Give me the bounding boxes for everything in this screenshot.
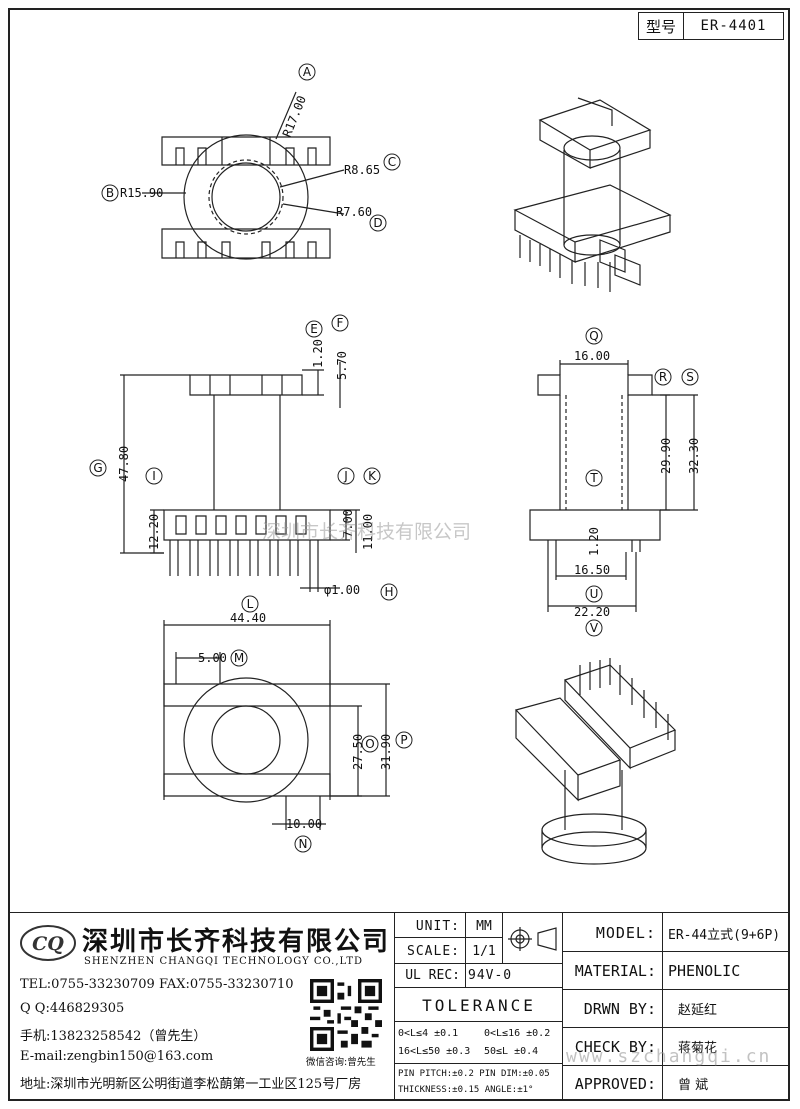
company-qq: Q Q:446829305 [20, 1001, 125, 1016]
tolerance-3: 16<L≤50 ±0.3 [398, 1045, 471, 1057]
check-value: 蒋菊花 [678, 1041, 718, 1056]
company-name-en: SHENZHEN CHANGQI TECHNOLOGY CO.,LTD [84, 956, 364, 967]
isometric-view-top [513, 97, 672, 292]
callout-r: R [659, 370, 667, 384]
callout-g: G [93, 461, 102, 475]
callout-i: I [152, 469, 156, 483]
watermark-cn: 深圳市长齐科技有限公司 [262, 521, 471, 543]
tolerance-2: 0<L≤16 ±0.2 [484, 1027, 551, 1039]
scale-value: 1/1 [472, 943, 496, 959]
callout-t: T [589, 471, 598, 485]
qr-caption: 微信咨询:曾先生 [306, 1057, 376, 1068]
dim-t: 1.20 [587, 527, 601, 556]
projection-symbol-icon [508, 927, 557, 951]
dim-r-outer: R17.00 [280, 94, 309, 139]
dim-r-flange: R15.90 [120, 186, 163, 200]
model-value: ER-44立式(9+6P) [668, 927, 781, 943]
company-name-cn: 深圳市长齐科技有限公司 [82, 927, 391, 957]
approved-label: APPROVED: [574, 1074, 656, 1093]
dim-p: 31.90 [379, 734, 393, 770]
material-label: MATERIAL: [574, 961, 656, 980]
company-tel: TEL:0755-33230709 FAX:0755-33230710 [20, 977, 294, 992]
callout-m: M [234, 651, 244, 665]
callout-s: S [686, 370, 694, 384]
wechat-qr-code [310, 979, 382, 1051]
callout-c: C [388, 155, 396, 169]
callout-a: A [303, 65, 312, 79]
callout-d: D [373, 216, 382, 230]
company-logo-icon: CQ [20, 925, 76, 961]
tolerance-1: 0<L≤4 ±0.1 [398, 1027, 459, 1039]
dim-base: 12.20 [147, 514, 161, 550]
callout-q: Q [589, 329, 598, 343]
company-address: 地址:深圳市光明新区公明街道李松蓢第一工业区125号厂房 [20, 1077, 362, 1092]
tolerance-4: 50≤L ±0.4 [484, 1045, 539, 1057]
title-block: CQ 深圳市长齐科技有限公司 SHENZHEN CHANGQI TECHNOLO… [10, 912, 790, 1101]
callout-v: V [590, 621, 599, 635]
scale-label: SCALE: [407, 943, 460, 959]
dim-pin-len: 1.20 [311, 339, 325, 368]
callout-f: F [337, 316, 344, 330]
drawing-frame [8, 8, 790, 1101]
type-label: 型号 [639, 13, 684, 39]
side-view [529, 360, 698, 612]
dim-height: 47.80 [117, 446, 131, 482]
callout-h: H [384, 585, 393, 599]
tolerance-5: PIN PITCH:±0.2 PIN DIM:±0.05 [398, 1068, 550, 1079]
dim-pin-dia: φ1.00 [324, 583, 360, 597]
ulrec-value: 94V-0 [468, 968, 513, 983]
callout-p: P [400, 733, 407, 747]
model-label: MODEL: [595, 924, 656, 942]
dim-f: 5.70 [335, 351, 349, 380]
company-email: E-mail:zengbin150@163.com [20, 1049, 214, 1064]
dim-k: 11.00 [361, 514, 375, 550]
unit-value: MM [476, 918, 492, 934]
type-value: ER-4401 [700, 18, 767, 34]
dim-u: 16.50 [574, 563, 610, 577]
callout-n: N [299, 837, 308, 851]
dim-n: 10.00 [286, 817, 322, 831]
callout-o: O [365, 737, 374, 751]
dim-length: 44.40 [230, 611, 266, 625]
top-view [142, 91, 345, 260]
drawn-label: DRWN BY: [583, 999, 656, 1018]
ulrec-label: UL REC: [405, 968, 460, 983]
dim-total-h: 32.30 [687, 438, 701, 474]
dim-o: 27.50 [351, 734, 365, 770]
unit-label: UNIT: [415, 918, 460, 934]
callout-k: K [368, 469, 377, 483]
dim-q: 16.00 [574, 349, 610, 363]
drawn-value: 赵延红 [678, 1003, 718, 1018]
dim-pitch: 5.00 [198, 651, 227, 665]
dim-v: 22.20 [574, 605, 610, 619]
check-label: CHECK BY: [574, 1037, 656, 1056]
approved-value: 曾 斌 [678, 1078, 709, 1093]
technical-drawing: A B C D E F G H I J K L M N O P Q R S T … [89, 63, 701, 865]
tolerance-title: TOLERANCE [422, 995, 536, 1015]
callout-l: L [247, 597, 254, 611]
dim-inner-h: 29.90 [659, 438, 673, 474]
callout-b: B [106, 186, 114, 200]
model-number-box: 型号 ER-4401 [638, 12, 784, 40]
callout-markers [89, 63, 699, 853]
material-value: PHENOLIC [668, 961, 741, 980]
callout-j: J [343, 469, 348, 483]
callout-e: E [310, 322, 318, 336]
dim-r-c: R8.65 [344, 163, 380, 177]
dim-r-d: R7.60 [336, 205, 372, 219]
bottom-view [163, 620, 390, 830]
tolerance-6: THICKNESS:±0.15 ANGLE:±1° [398, 1084, 534, 1095]
dim-j: 7.00 [341, 509, 355, 538]
company-phone: 手机:13823258542（曾先生） [20, 1029, 207, 1044]
logo-text: CQ [32, 933, 64, 955]
isometric-view-bottom [514, 658, 677, 865]
callout-u: U [590, 587, 599, 601]
front-view [120, 362, 360, 592]
